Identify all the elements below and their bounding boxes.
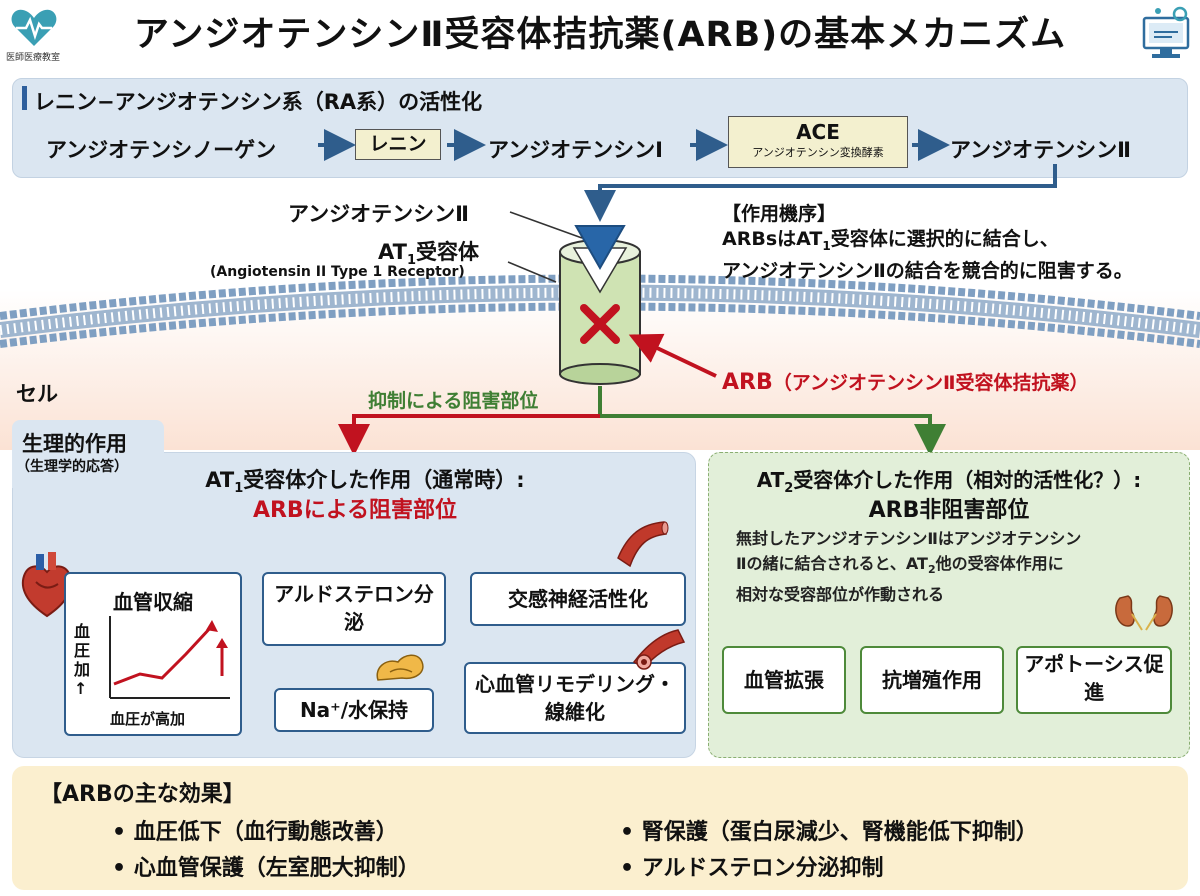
vasoconstriction-box	[64, 572, 242, 736]
effect-item-1-text: 血圧低下（血行動態改善）	[133, 820, 398, 845]
vasodilation-box: 血管拡張	[722, 646, 846, 714]
at1-label-rest: 受容体	[416, 240, 479, 264]
at2-desc2-sub: 2	[927, 563, 936, 577]
angiotensin2-label: アンジオテンシンⅡ	[950, 138, 1131, 162]
effect-item-3-text: 腎保護（蛋白尿減少、腎機能低下抑制）	[641, 820, 1038, 845]
arb-arrow	[628, 333, 717, 378]
page-title: アンジオテンシンⅡ受容体拮抗薬(ARB)の基本メカニズム	[133, 15, 1067, 55]
ra-system-panel	[12, 78, 1188, 178]
arrow-ang2-to-receptor	[584, 164, 1057, 222]
at1-receptor-label: AT1受容体	[378, 236, 479, 268]
block-x-icon	[580, 304, 620, 344]
physio-tag-label: 生理的作用	[22, 432, 127, 456]
effect-item-1: • 血圧低下（血行動態改善）	[112, 820, 398, 845]
vessel-icon	[614, 514, 670, 572]
at1-heading: AT1受容体介した作用（通常時）:	[180, 464, 550, 496]
at1-heading-red: ARBによる阻害部位	[252, 498, 458, 523]
effect-item-4-text: アルドステロン分泌抑制	[641, 856, 884, 881]
vasoconstriction-label: 血管収縮	[113, 590, 193, 614]
mechanism-line2: アンジオテンシンⅡの結合を競合的に阻害する。	[722, 259, 1133, 282]
angiotensin1-label: アンジオテンシンⅠ	[488, 138, 663, 162]
mechanism-line1: ARBsはAT1受容体に選択的に結合し、	[722, 227, 1133, 259]
gear-icon	[1172, 6, 1188, 22]
at1-heading-a: AT	[205, 468, 235, 492]
adrenal-icon	[372, 650, 428, 688]
apoptosis-label: アポトーシス促進	[1024, 652, 1164, 704]
effect-item-2: • 心血管保護（左室肥大抑制）	[112, 856, 420, 881]
arrow-to-at1	[338, 414, 600, 456]
ace-sublabel: アンジオテンシン変換酵素	[752, 146, 884, 159]
aldosterone-box	[262, 572, 446, 646]
at1-label-main: AT	[378, 240, 407, 264]
antiproliferation-box: 抗増殖作用	[860, 646, 1004, 714]
angiotensin2-ligand	[574, 225, 626, 271]
arb-label-main: ARB	[722, 370, 773, 395]
at2-desc-line1: 無封したアンジオテンシンⅡはアンジオテンシン	[736, 529, 1082, 548]
aldosterone-label: アルドステロン分泌	[274, 582, 434, 634]
logo	[6, 4, 62, 50]
effect-item-3: • 腎保護（蛋白尿減少、腎機能低下抑制）	[620, 820, 1038, 845]
ligand-label: アンジオテンシンⅡ	[288, 202, 469, 226]
at2-heading: AT2受容体介した作用（相対的活性化？）:	[716, 464, 1182, 496]
at1-heading-b: 受容体介した作用（通常時）:	[243, 468, 525, 492]
remodeling-box	[464, 662, 686, 734]
monitor-icon	[1138, 4, 1194, 66]
mechanism-heading: 【作用機序】	[722, 203, 837, 225]
at1-heading-sub: 1	[234, 481, 244, 497]
arb-label: ARB（アンジオテンシンⅡ受容体拮抗薬）	[722, 368, 1089, 395]
ace-box: ACE アンジオテンシン変換酵素	[728, 116, 908, 168]
sympathetic-box: 交感神経活性化	[470, 572, 686, 626]
apoptosis-box	[1016, 646, 1172, 714]
effect-item-4: • アルドステロン分泌抑制	[620, 856, 884, 881]
at2-desc2-a: Ⅱの緒に結合されると、AT	[736, 554, 928, 573]
effects-heading: 【ARBの主な効果】	[40, 782, 245, 807]
physio-tag-sublabel: （生理学的応答）	[16, 459, 128, 475]
at2-heading-a: AT	[756, 468, 785, 492]
inhibition-site-label: 抑制による阻害部位	[368, 390, 539, 412]
at2-heading-b: 受容体介した作用（相対的活性化？）:	[793, 468, 1142, 492]
chart-xlabel: 血圧が高加	[110, 710, 186, 728]
na-water-box: Na⁺/水保持	[274, 688, 434, 732]
mechanism-line1-a: ARBsはAT	[722, 228, 823, 250]
bp-mini-chart	[109, 616, 230, 699]
at2-desc2-b: 他の受容体作用に	[935, 554, 1064, 573]
artery-icon	[630, 626, 686, 674]
at2-desc-line2: Ⅱの緒に結合されると、AT2他の受容体作用に	[736, 551, 1081, 582]
cell-label: セル	[16, 382, 58, 406]
mechanism-line1-b: 受容体に選択的に結合し、	[830, 228, 1059, 250]
at2-desc-line3: 相対な受容部位が作動される	[736, 585, 945, 605]
effects-panel	[12, 766, 1188, 890]
at2-heading-2: ARB非阻害部位	[868, 498, 1030, 523]
at1-label-sub: 1	[406, 253, 416, 269]
logo-text: 医師医療教室	[6, 53, 61, 63]
at2-heading-sub: 2	[784, 481, 794, 496]
arrow-to-at2	[600, 414, 946, 456]
mechanism-text: 【作用機序】 ARBsはAT1受容体に選択的に結合し、 アンジオテンシンⅡの結合…	[722, 202, 1133, 284]
physio-tag	[12, 420, 164, 488]
angiotensinogen-label: アンジオテンシノーゲン	[46, 138, 277, 162]
remodeling-label: 心血管リモデリング・線維化	[475, 672, 675, 724]
at1-receptor-en-label: (Angiotensin II Type 1 Receptor)	[210, 264, 465, 280]
ace-label: ACE	[796, 120, 840, 144]
arb-label-paren: （アンジオテンシンⅡ受容体拮抗薬）	[772, 372, 1089, 394]
kidney-icon	[1114, 592, 1174, 636]
at2-description: 無封したアンジオテンシンⅡはアンジオテンシン Ⅱの緒に結合されると、AT2他の受…	[736, 526, 1081, 607]
mechanism-line1-sub: 1	[822, 238, 831, 253]
heart-icon	[11, 9, 57, 46]
section-marker	[22, 86, 27, 110]
ra-system-title: レニン−アンジオテンシン系（RA系）の活性化	[34, 90, 483, 114]
chart-ylabel: 血圧加↑	[74, 622, 91, 698]
effect-item-2-text: 心血管保護（左室肥大抑制）	[133, 856, 420, 881]
